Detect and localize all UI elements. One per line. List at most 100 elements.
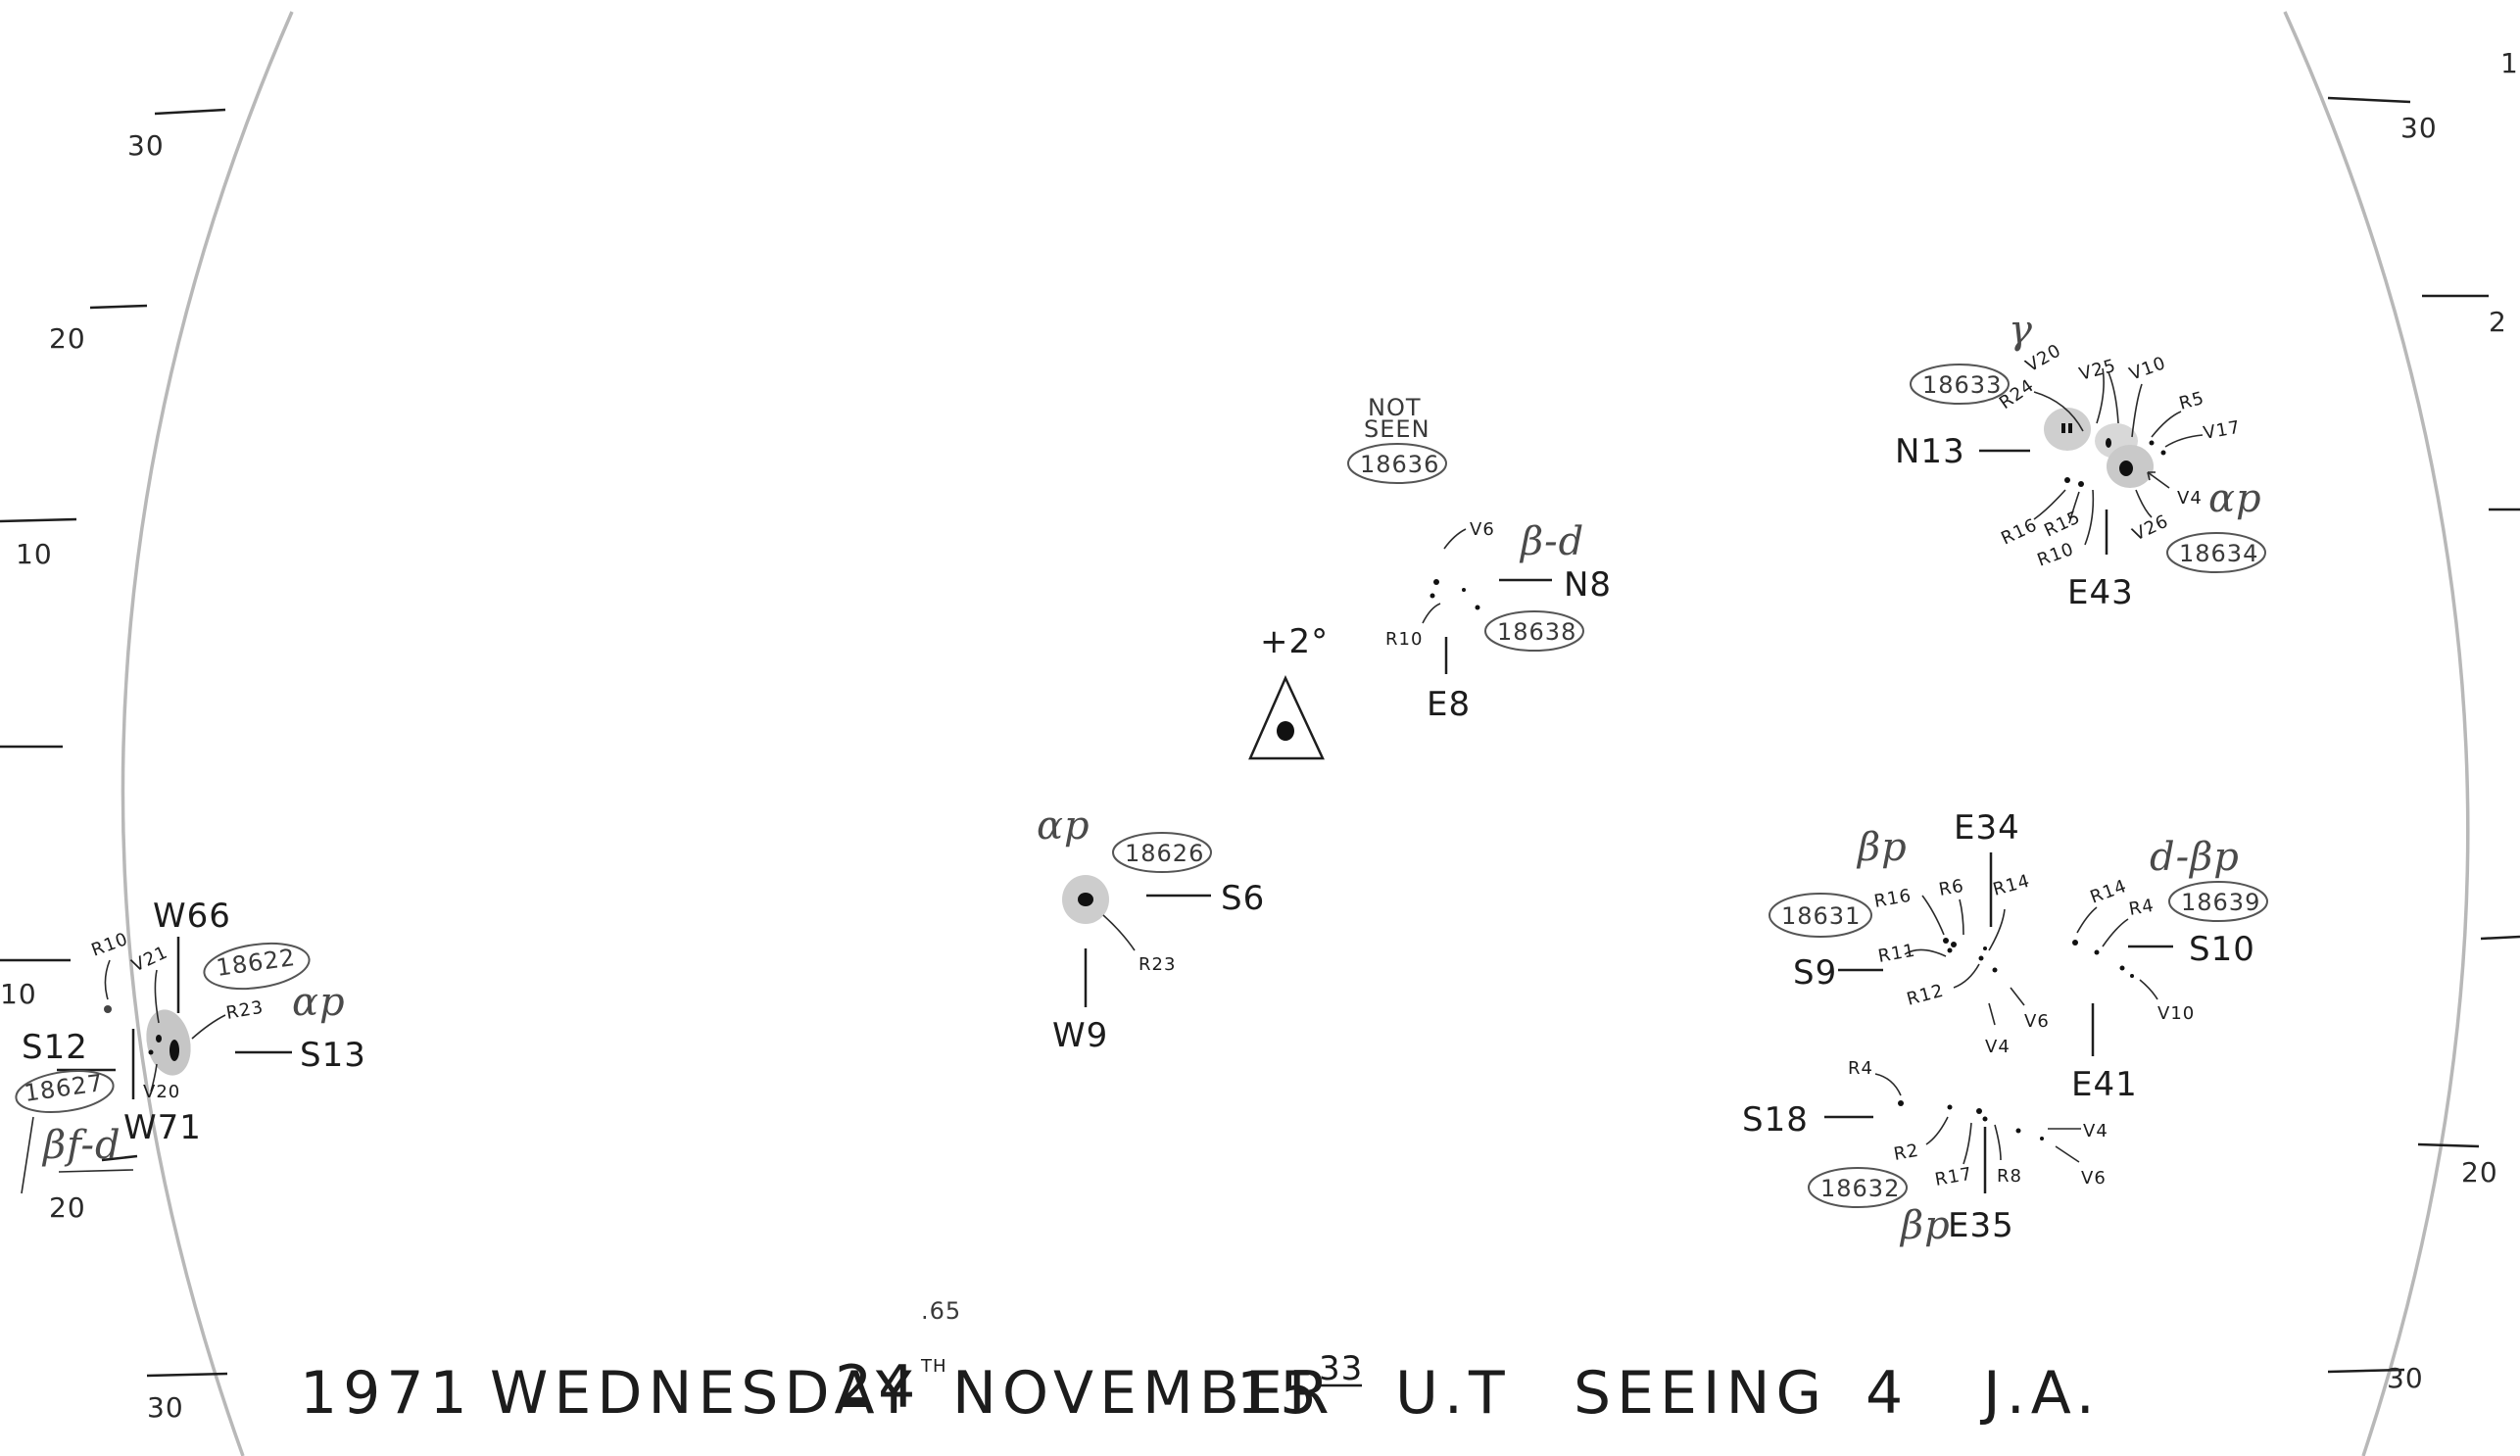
observer-initials: J.A. <box>1979 1359 2101 1428</box>
minute: 33 <box>1319 1349 1363 1388</box>
ray-label: R10 <box>2035 539 2077 571</box>
region-number: 18631 <box>1781 902 1861 930</box>
ray-label: R23 <box>224 997 265 1024</box>
ray-label: R8 <box>1997 1166 2022 1187</box>
note-line: NOT <box>1368 394 1422 421</box>
classification-label: βp <box>1899 1203 1951 1248</box>
time-system: U.T <box>1395 1359 1511 1428</box>
left-latitude-scale: 30 20 10 10 20 30 <box>0 108 228 1424</box>
latitude-label: N8 <box>1564 565 1612 605</box>
region-number: 18636 <box>1360 451 1439 478</box>
scale-label: 10 <box>16 538 53 570</box>
ray-label: R5 <box>2177 388 2207 414</box>
ray-label: V25 <box>2077 356 2118 385</box>
hour: 15 <box>1236 1359 1323 1428</box>
group-18636: NOT SEEN 18636 <box>1347 394 1447 484</box>
seeing-label: SEEING <box>1574 1359 1827 1428</box>
ray-label: R23 <box>1139 954 1176 975</box>
group-18638: V6 R10 β-d N8 18638 E8 <box>1385 519 1612 724</box>
ray-label: V6 <box>2024 1011 2050 1032</box>
ray-label: V26 <box>2129 510 2172 545</box>
ray-label: V10 <box>2157 1003 2195 1024</box>
scale-label: 30 <box>2387 1362 2424 1394</box>
ray-label: R12 <box>1905 981 1947 1010</box>
classification-label: βf-d <box>41 1123 121 1168</box>
region-number: 18638 <box>1497 618 1576 646</box>
scale-label-fragment: 2 <box>2489 306 2507 338</box>
day-fraction: .65 <box>921 1297 961 1325</box>
longitude-label: E34 <box>1954 808 2020 848</box>
ray-label: R4 <box>2127 896 2156 920</box>
longitude-label: W66 <box>153 897 231 936</box>
right-latitude-scale: 30 20 30 1 2 <box>2327 47 2520 1394</box>
classification-label: αp <box>1037 803 1090 849</box>
ray-label: V6 <box>1470 519 1495 540</box>
scale-label: 20 <box>49 1191 86 1224</box>
scale-label: 20 <box>49 322 86 355</box>
longitude-label: E43 <box>2067 573 2134 612</box>
region-number: 18639 <box>2181 889 2260 916</box>
longitude-label: W71 <box>123 1108 202 1147</box>
year: 1971 <box>300 1359 473 1428</box>
longitude-label: E41 <box>2071 1065 2138 1104</box>
weekday: WEDNESDAY <box>490 1359 918 1428</box>
solar-limb-left <box>121 11 294 1456</box>
scale-label: 30 <box>127 129 165 162</box>
seeing-value: 4 <box>1866 1359 1909 1428</box>
longitude-label: E8 <box>1427 685 1471 724</box>
classification-label: β-d <box>1519 519 1584 564</box>
ray-label: V6 <box>2081 1168 2107 1189</box>
ray-label: R4 <box>1848 1058 1873 1079</box>
latitude-label: N13 <box>1895 432 1965 471</box>
ray-label: R10 <box>89 929 131 961</box>
ray-label: R14 <box>1991 871 2033 900</box>
region-number: 18632 <box>1820 1175 1900 1202</box>
ray-label: V21 <box>128 942 171 976</box>
scale-label: 30 <box>147 1391 184 1424</box>
latitude-label: S6 <box>1221 879 1265 918</box>
latitude-label: S18 <box>1742 1100 1809 1140</box>
ray-label: V17 <box>2202 417 2242 444</box>
region-number: 18622 <box>215 944 297 982</box>
month: NOVEMBER <box>952 1359 1335 1428</box>
ray-label: R10 <box>1385 629 1423 650</box>
note-line: SEEN <box>1364 415 1430 443</box>
scale-label: 10 <box>0 978 37 1010</box>
ray-label: R17 <box>1933 1164 1973 1190</box>
solar-limb-right <box>2283 11 2470 1456</box>
group-18626: αp 18626 S6 R23 W9 <box>1037 803 1265 1055</box>
latitude-label: S13 <box>300 1036 366 1075</box>
ray-label: R15 <box>2041 507 2084 541</box>
ray-label: R6 <box>1937 876 1965 900</box>
classification-label: γ <box>2009 308 2033 353</box>
scale-label: 20 <box>2461 1156 2498 1189</box>
group-18632: S18 R4 R2 R17 R8 V4 V6 18632 βp E35 <box>1742 1058 2108 1248</box>
latitude-label: S12 <box>22 1028 88 1067</box>
ray-label: R11 <box>1876 941 1916 967</box>
latitude-label: S10 <box>2189 930 2255 969</box>
ray-label: V20 <box>143 1082 180 1102</box>
ray-label: R2 <box>1892 1141 1920 1165</box>
group-18622-18627: W66 R10 V21 18622 αp R23 S13 S12 18627 V… <box>15 897 366 1194</box>
scale-label-fragment: 1 <box>2500 47 2519 79</box>
ray-label: V10 <box>2127 353 2169 385</box>
ray-label: V4 <box>2177 488 2203 509</box>
region-number: 18626 <box>1125 840 1204 867</box>
observation-header: 1971 WEDNESDAY 24 TH .65 NOVEMBER 15 33 … <box>300 1297 2101 1428</box>
group-18639: R14 d-βp R4 18639 S10 V10 E41 <box>2071 835 2268 1104</box>
classification-label: βp <box>1856 825 1908 870</box>
ray-label: R16 <box>1872 886 1913 912</box>
scale-label: 30 <box>2400 112 2438 144</box>
ray-label: V4 <box>2083 1121 2108 1141</box>
ray-label: R16 <box>1998 514 2041 549</box>
group-18633-18634: γ 18633 N13 R24 V20 V25 V10 R5 V17 V4 αp… <box>1895 308 2266 612</box>
group-18631: βp E34 18631 R16 R6 R14 S9 R11 R12 V4 V6 <box>1769 808 2050 1057</box>
classification-label: d-βp <box>2150 835 2240 880</box>
region-number: 18634 <box>2179 540 2258 567</box>
ray-label: V4 <box>1985 1037 2011 1057</box>
ray-label: R14 <box>2088 876 2130 908</box>
day: 24 <box>835 1353 921 1422</box>
longitude-label: W9 <box>1052 1016 1108 1055</box>
latitude-label: S9 <box>1793 953 1837 993</box>
